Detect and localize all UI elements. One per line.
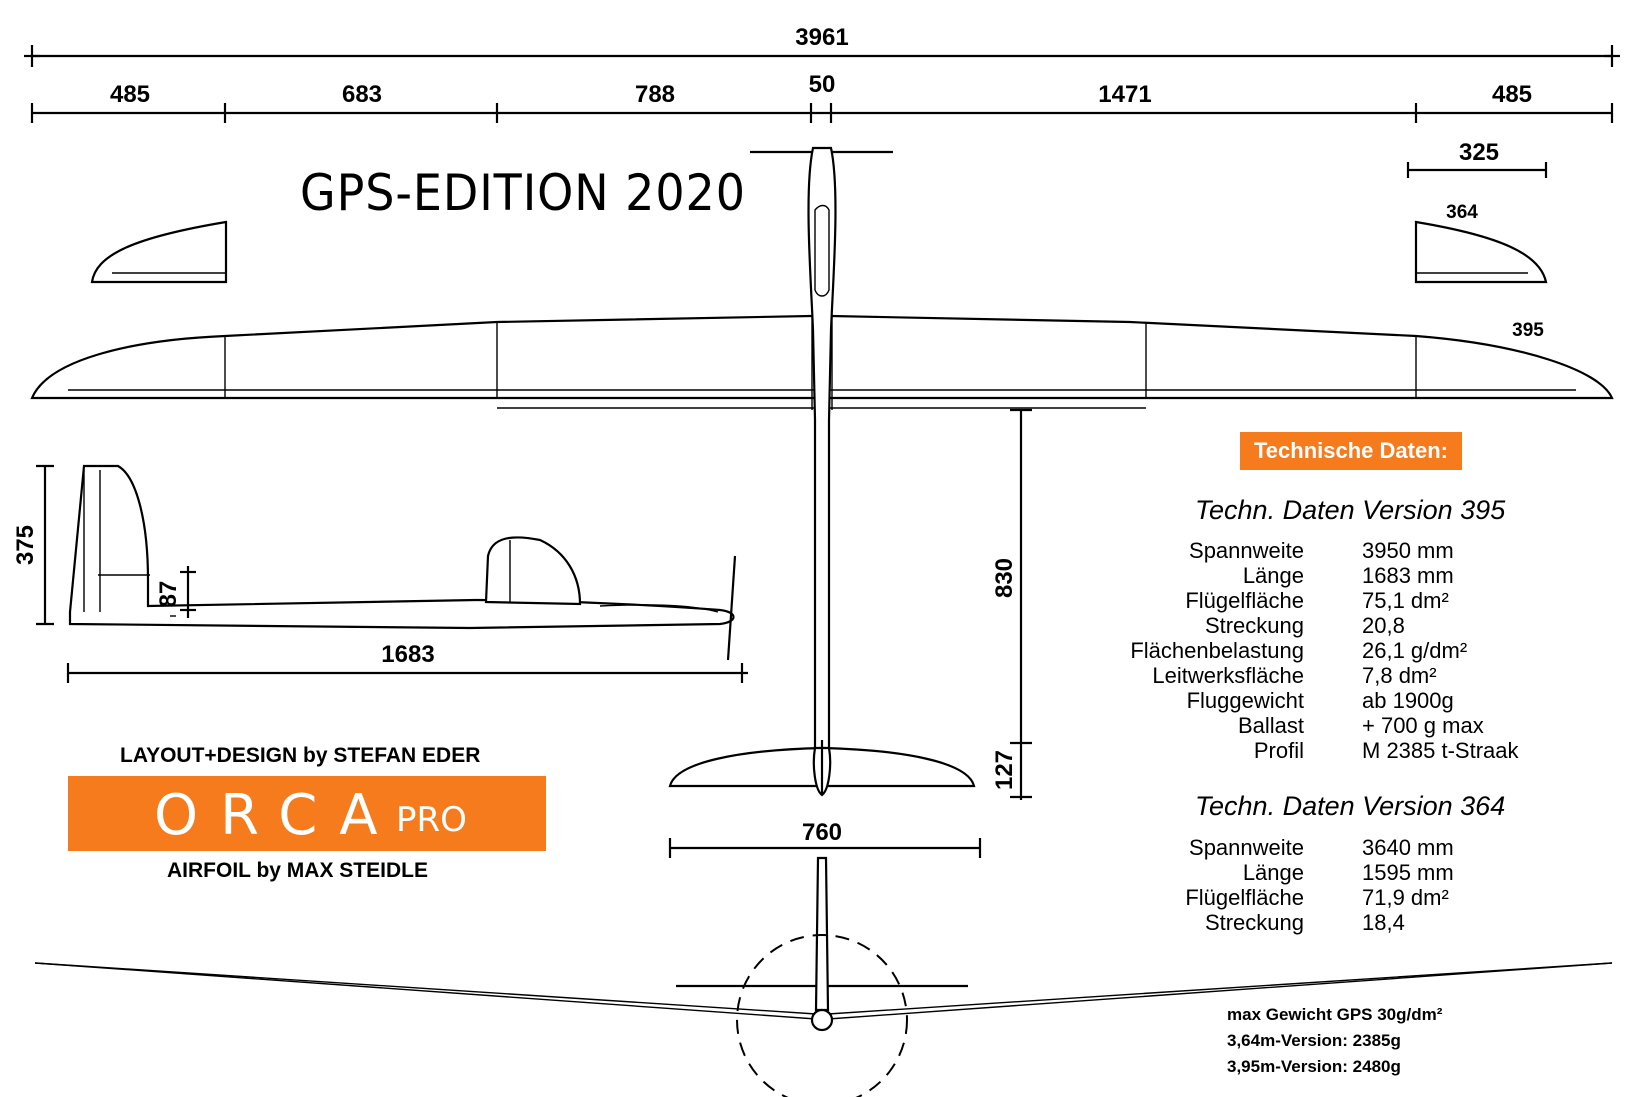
spec-title-364: Techn. Daten Version 364 bbox=[1195, 791, 1506, 821]
right-tip-364 bbox=[1414, 220, 1548, 284]
stab-span-label: 760 bbox=[802, 819, 842, 846]
spec-value: 3950 mm bbox=[1362, 538, 1454, 563]
spec-label: Spannweite bbox=[1189, 835, 1304, 860]
wing-version-label: 395 bbox=[1512, 320, 1544, 341]
layout-credit: LAYOUT+DESIGN by STEFAN EDER bbox=[120, 744, 481, 767]
edition-title: GPS-EDITION 2020 bbox=[300, 164, 746, 222]
spec-row: Flügelfläche 71,9 dm² bbox=[1124, 885, 1454, 910]
airfoil-credit: AIRFOIL by MAX STEIDLE bbox=[167, 859, 428, 882]
stab-span-dimension: 760 bbox=[668, 819, 982, 858]
spec-value: 7,8 dm² bbox=[1362, 663, 1437, 688]
spec-row: Ballast + 700 g max bbox=[1124, 713, 1519, 738]
spec-row: Flügelfläche 75,1 dm² bbox=[1124, 588, 1519, 613]
spec-value: ab 1900g bbox=[1362, 688, 1454, 713]
spec-label: Leitwerksfläche bbox=[1152, 663, 1304, 688]
spec-label: Flügelfläche bbox=[1185, 588, 1304, 613]
spec-label: Streckung bbox=[1204, 613, 1304, 638]
brand-suffix: PRO bbox=[396, 800, 467, 840]
segment-label-4: 50 bbox=[809, 71, 836, 98]
brand-name: ORCA bbox=[154, 783, 400, 848]
fuselage-length-label: 1683 bbox=[381, 641, 434, 668]
segment-dimensions: 485 683 788 50 1471 485 bbox=[30, 71, 1614, 123]
span-total-label: 3961 bbox=[795, 24, 848, 51]
spec-label: Länge bbox=[1242, 860, 1304, 885]
gps-note-line: max Gewicht GPS 30g/dm² bbox=[1227, 1005, 1443, 1024]
spec-row: Leitwerksfläche 7,8 dm² bbox=[1124, 663, 1519, 688]
spec-label: Spannweite bbox=[1189, 538, 1304, 563]
brand-logo-box bbox=[68, 776, 546, 851]
gps-note-line: 3,95m-Version: 2480g bbox=[1227, 1057, 1401, 1076]
tip-length-label: 325 bbox=[1459, 139, 1499, 166]
spec-table-395: Spannweite 3950 mm Länge 1683 mm Flügelflä… bbox=[1124, 538, 1519, 763]
segment-label-1: 485 bbox=[110, 81, 150, 108]
spec-label: Ballast bbox=[1237, 713, 1304, 738]
spec-value: 1595 mm bbox=[1362, 860, 1454, 885]
segment-label-3: 788 bbox=[635, 81, 675, 108]
spec-row: Profil M 2385 t-Straak bbox=[1124, 738, 1519, 763]
spec-row: Streckung 18,4 bbox=[1124, 910, 1454, 935]
left-tip-364 bbox=[90, 220, 228, 284]
segment-label-5: 1471 bbox=[1098, 81, 1151, 108]
segment-label-6: 485 bbox=[1492, 81, 1532, 108]
spec-value: M 2385 t-Straak bbox=[1362, 738, 1519, 763]
spec-value: 26,1 g/dm² bbox=[1362, 638, 1468, 663]
tip-version-label: 364 bbox=[1446, 202, 1478, 223]
segment-label-2: 683 bbox=[342, 81, 382, 108]
spec-label: Profil bbox=[1253, 738, 1304, 763]
fuselage-height-dimension: 87 bbox=[155, 566, 196, 618]
spec-table-364: Spannweite 3640 mm Länge 1595 mm Flügelflä… bbox=[1124, 835, 1454, 935]
spec-row: Länge 1683 mm bbox=[1124, 563, 1519, 588]
spec-value: 1683 mm bbox=[1362, 563, 1454, 588]
spec-title-395: Techn. Daten Version 395 bbox=[1195, 495, 1506, 525]
span-dimension: 3961 bbox=[24, 24, 1620, 67]
fuselage-top-view bbox=[750, 146, 893, 752]
spec-row: Flächenbelastung 26,1 g/dm² bbox=[1124, 638, 1519, 663]
spec-row: Fluggewicht ab 1900g bbox=[1124, 688, 1519, 713]
fin-height-dimension: 375 bbox=[12, 464, 54, 626]
spec-label: Flügelfläche bbox=[1185, 885, 1304, 910]
tip-dimension: 325 364 bbox=[1406, 139, 1548, 223]
fuselage-side-view bbox=[68, 464, 737, 661]
spec-value: 71,9 dm² bbox=[1362, 885, 1449, 910]
spec-value: 3640 mm bbox=[1362, 835, 1454, 860]
gps-weight-notes: max Gewicht GPS 30g/dm² 3,64m-Version: 2… bbox=[1227, 1002, 1442, 1080]
front-view bbox=[34, 856, 1613, 1097]
spec-value: 18,4 bbox=[1362, 910, 1405, 935]
technical-data-badge: Technische Daten: bbox=[1240, 432, 1462, 470]
spec-row: Spannweite 3640 mm bbox=[1124, 835, 1454, 860]
spec-label: Flächenbelastung bbox=[1130, 638, 1304, 663]
tail-arm-dimension: 830 127 bbox=[991, 408, 1032, 800]
spec-row: Streckung 20,8 bbox=[1124, 613, 1519, 638]
spec-label: Fluggewicht bbox=[1186, 688, 1304, 713]
spec-value: 75,1 dm² bbox=[1362, 588, 1449, 613]
spec-row: Spannweite 3950 mm bbox=[1124, 538, 1519, 563]
spec-value: 20,8 bbox=[1362, 613, 1405, 638]
spec-label: Streckung bbox=[1204, 910, 1304, 935]
tail-arm-label: 830 bbox=[991, 558, 1018, 598]
spec-label: Länge bbox=[1242, 563, 1304, 588]
spec-value: + 700 g max bbox=[1362, 713, 1484, 738]
stab-chord-label: 127 bbox=[991, 750, 1018, 790]
fuselage-height-label: 87 bbox=[155, 581, 182, 608]
spec-row: Länge 1595 mm bbox=[1124, 860, 1454, 885]
gps-note-line: 3,64m-Version: 2385g bbox=[1227, 1031, 1401, 1050]
fin-height-label: 375 bbox=[12, 525, 39, 565]
fuselage-length-dimension: 1683 bbox=[66, 641, 748, 683]
